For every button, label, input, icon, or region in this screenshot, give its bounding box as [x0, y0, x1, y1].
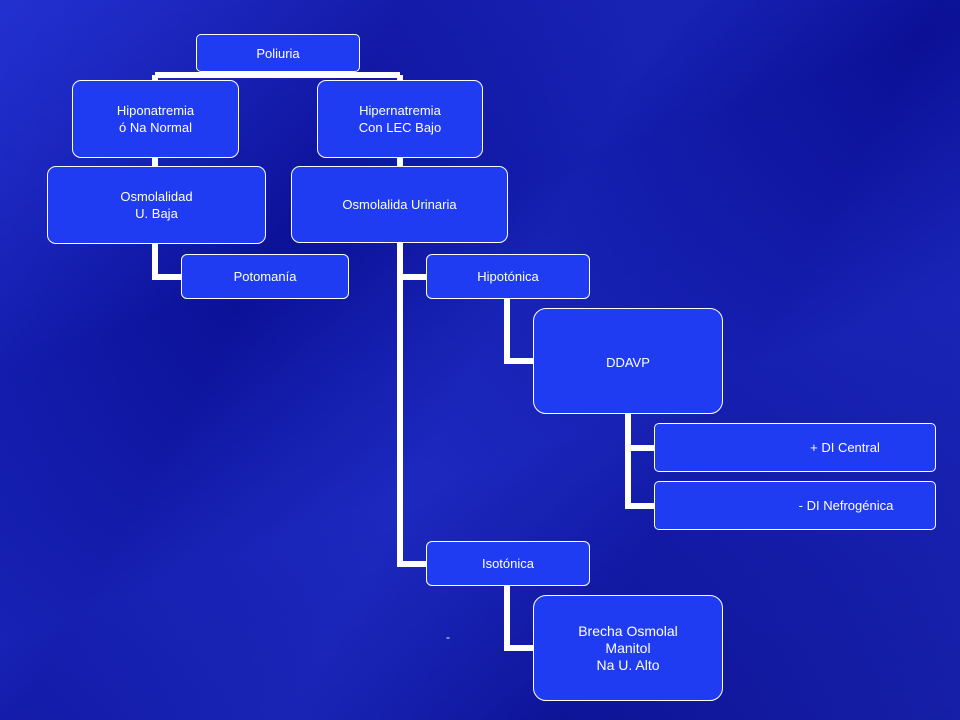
node-hipernatremia: Hipernatremia Con LEC Bajo	[317, 80, 483, 158]
node-brecha-osmolal: Brecha Osmolal Manitol Na U. Alto	[533, 595, 723, 701]
node-osmolalida-urinaria: Osmolalida Urinaria	[291, 166, 508, 243]
node-label: Hipernatremia Con LEC Bajo	[358, 103, 442, 135]
node-label: Brecha Osmolal Manitol Na U. Alto	[578, 622, 678, 673]
node-label: + DI Central	[810, 440, 880, 455]
stray-mark: -	[446, 630, 450, 644]
node-label: Poliuria	[256, 45, 300, 61]
node-di-nefrogenica: - DI Nefrogénica	[654, 481, 936, 530]
node-poliuria: Poliuria	[196, 34, 360, 72]
node-osmolalidad-baja: Osmolalidad U. Baja	[47, 166, 266, 244]
node-hiponatremia: Hiponatremia ó Na Normal	[72, 80, 239, 158]
node-label: Osmolalidad U. Baja	[120, 189, 193, 221]
node-label: Osmolalida Urinaria	[342, 197, 457, 212]
node-isotonica: Isotónica	[426, 541, 590, 586]
node-di-central: + DI Central	[654, 423, 936, 472]
node-label: Hiponatremia ó Na Normal	[116, 103, 195, 135]
node-hipotonica: Hipotónica	[426, 254, 590, 299]
node-label: Potomanía	[233, 269, 297, 284]
node-label: - DI Nefrogénica	[798, 498, 894, 513]
node-label: DDAVP	[606, 355, 650, 370]
node-label: Isotónica	[481, 556, 535, 571]
node-label: Hipotónica	[477, 269, 539, 284]
node-potomania: Potomanía	[181, 254, 349, 299]
node-ddavp: DDAVP	[533, 308, 723, 414]
